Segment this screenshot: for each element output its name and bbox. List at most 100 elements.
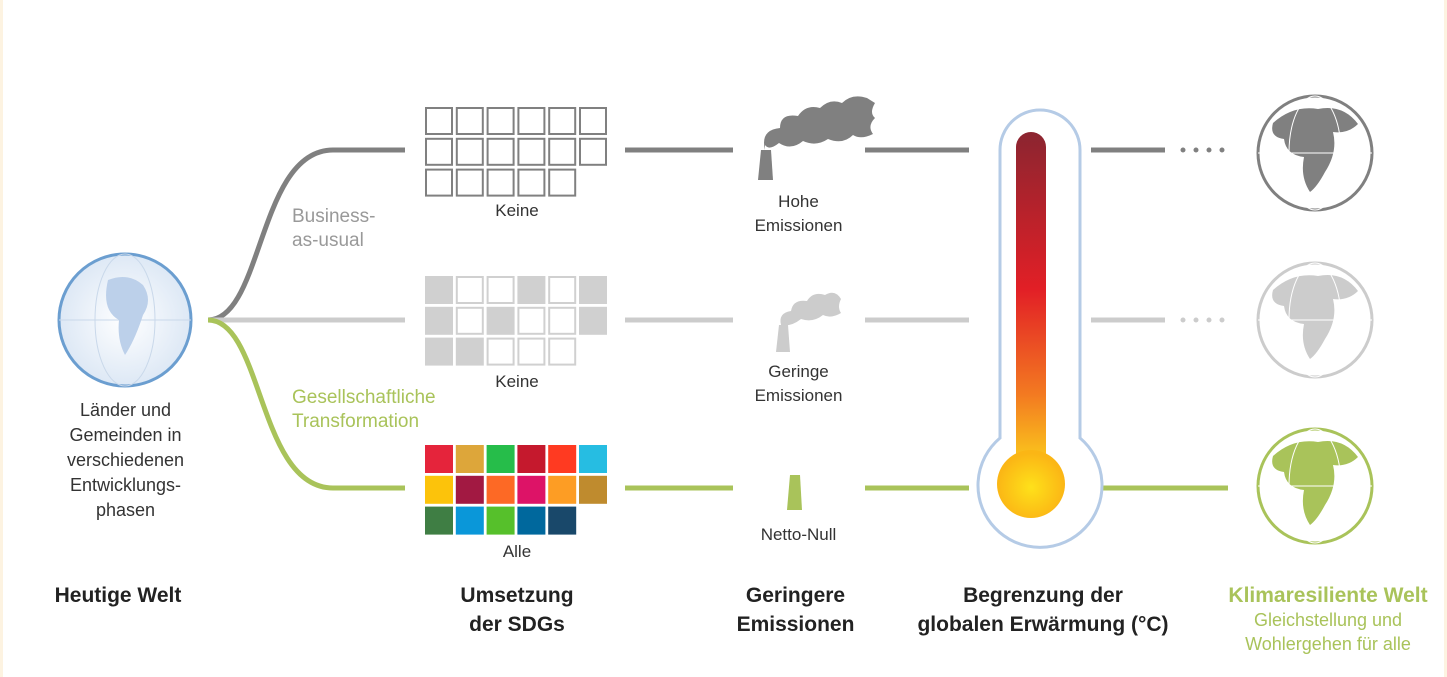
- path-business-as-usual: [207, 147, 405, 323]
- sdg-tile: [425, 506, 453, 535]
- sdg-tile: [455, 337, 484, 366]
- path-label-business-as-usual: Business-as-usual: [292, 205, 375, 253]
- sdg-tile: [517, 137, 546, 166]
- sdg-tile: [548, 168, 577, 197]
- header-climate-resilient-world: Klimaresiliente Welt: [1228, 584, 1428, 607]
- sdg-tile: [517, 276, 546, 304]
- sdg-tile: [517, 506, 546, 535]
- label-line: Business-: [292, 206, 376, 227]
- path-transformation: [207, 317, 405, 491]
- line: Gemeinden in: [69, 425, 182, 445]
- factory-high-emissions-icon: [758, 96, 875, 180]
- sdg-tile: [455, 168, 484, 197]
- label-line: as-usual: [292, 230, 364, 251]
- globe-icon-outcome: [1256, 427, 1374, 545]
- globe-icon-outcome: [1256, 261, 1374, 379]
- line: Begrenzung der: [963, 584, 1123, 607]
- emission-label-net-zero: Netto-Null: [760, 525, 837, 544]
- sdg-tile: [517, 107, 546, 135]
- sdg-tile: [517, 337, 546, 366]
- sdg-tile: [548, 137, 577, 166]
- line: Geringe: [768, 362, 829, 381]
- sdg-tile: [425, 107, 453, 135]
- sdg-tile: [579, 445, 607, 473]
- sdg-tile: [517, 306, 546, 335]
- sdg-label-bottom: Alle: [502, 542, 532, 561]
- sdg-tile: [455, 137, 484, 166]
- sdg-tile: [579, 475, 607, 504]
- factory-net-zero-icon: [787, 475, 802, 510]
- line: phasen: [95, 500, 156, 520]
- sdg-label-middle: Keine: [495, 372, 539, 391]
- line: Umsetzung: [460, 584, 574, 607]
- sdg-tile: [486, 337, 515, 366]
- sdg-tile: [579, 107, 607, 135]
- sdg-tile: [517, 475, 546, 504]
- line: Hohe: [778, 192, 819, 211]
- connector-lines: [625, 147, 1231, 491]
- sdg-tile: [486, 168, 515, 197]
- sdg-tile: [425, 306, 453, 335]
- sdg-tile: [486, 506, 515, 535]
- sdg-tile: [548, 337, 577, 366]
- line: der SDGs: [469, 613, 565, 636]
- line: Emissionen: [754, 216, 843, 235]
- line: Gleichstellung und: [1253, 610, 1403, 630]
- sdg-tile: [425, 475, 453, 504]
- sdg-tile: [486, 137, 515, 166]
- label-line: Gesellschaftliche: [292, 387, 436, 408]
- line: Emissionen: [736, 613, 855, 636]
- sdg-tile: [455, 506, 484, 535]
- sdg-tile: [425, 276, 453, 304]
- globe-icon-outcome: [1256, 94, 1374, 212]
- line: Wohlergehen für alle: [1245, 634, 1411, 654]
- line: Emissionen: [754, 386, 843, 405]
- line: globalen Erwärmung (°C): [917, 613, 1169, 636]
- sdg-tile: [486, 445, 515, 473]
- sdg-tile: [425, 337, 453, 366]
- sdg-tile: [548, 475, 577, 504]
- header-warming: Begrenzung der globalen Erwärmung (°C): [888, 581, 1198, 639]
- factory-low-emissions-icon: [776, 292, 841, 352]
- label-line: Transformation: [292, 411, 420, 432]
- pathway-diagram: [57, 94, 1374, 549]
- sdg-tile: [548, 506, 577, 535]
- sdg-tile: [486, 107, 515, 135]
- sdg-tile: [579, 306, 607, 335]
- line: Geringere: [745, 584, 846, 607]
- sdg-tile: [425, 137, 453, 166]
- sdg-tile: [455, 475, 484, 504]
- sdg-tile: [425, 445, 453, 473]
- sdg-tile: [579, 276, 607, 304]
- sdg-tile: [517, 445, 546, 473]
- globe-icon-today: [57, 252, 193, 388]
- thermometer-icon: [976, 108, 1104, 549]
- sdg-tile: [579, 137, 607, 166]
- sdg-tile: [455, 107, 484, 135]
- header-today-world: Heutige Welt: [54, 584, 182, 607]
- sdg-tile: [455, 306, 484, 335]
- sdg-label-top: Keine: [495, 201, 539, 220]
- sdg-tile: [548, 107, 577, 135]
- sdg-tile: [486, 475, 515, 504]
- sdg-tile: [548, 276, 577, 304]
- line: verschiedenen: [66, 450, 185, 470]
- sdg-tile: [548, 306, 577, 335]
- line: Entwicklungs-: [69, 475, 182, 495]
- sdg-tile: [486, 276, 515, 304]
- line: Länder und: [79, 400, 172, 420]
- sdg-tile: [517, 168, 546, 197]
- sdg-tile: [425, 168, 453, 197]
- sdg-tile: [455, 445, 484, 473]
- sdg-grids: [425, 107, 607, 535]
- header-sdgs: Umsetzung der SDGs: [427, 581, 607, 639]
- sdg-tile: [486, 306, 515, 335]
- sdg-tile: [455, 276, 484, 304]
- sdg-tile: [548, 445, 577, 473]
